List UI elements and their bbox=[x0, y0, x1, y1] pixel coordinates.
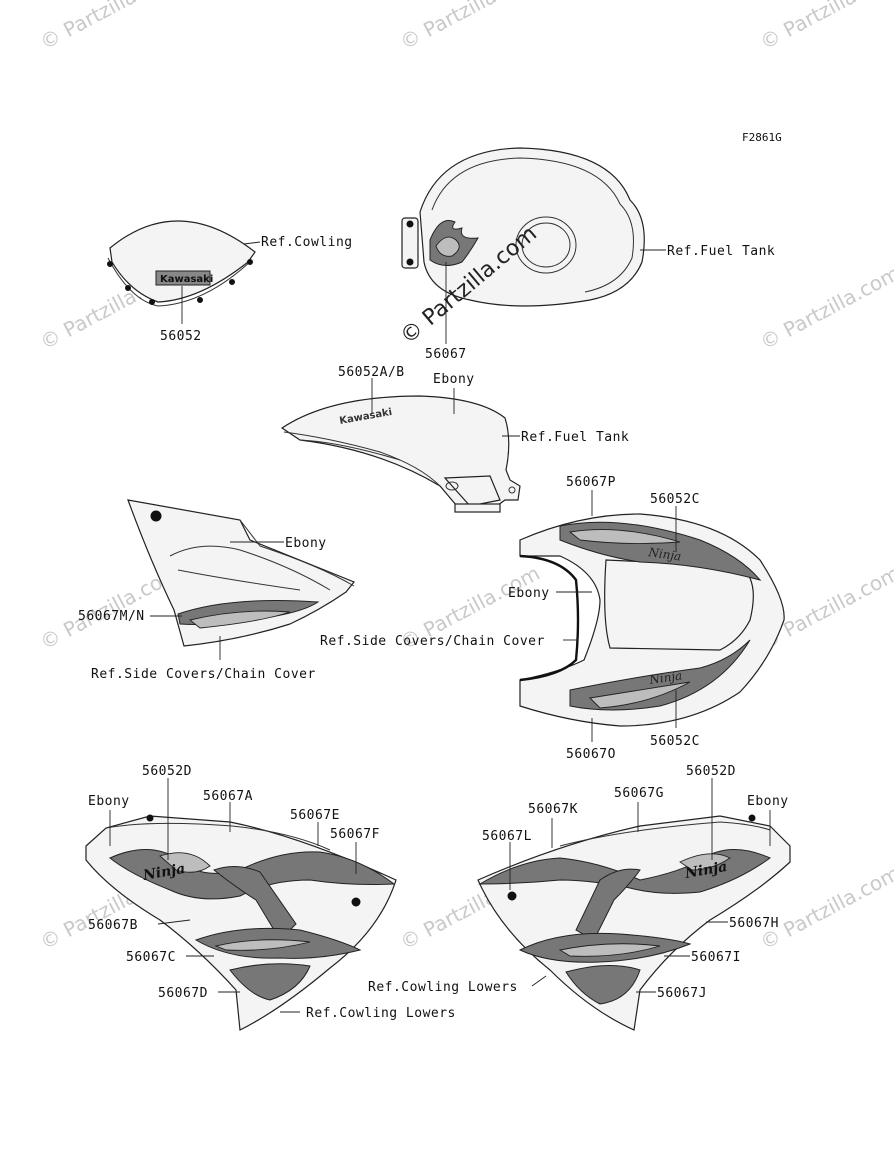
label-56067h: 56067H bbox=[729, 916, 779, 931]
label-56067p: 56067P bbox=[566, 475, 616, 490]
watermark: © Partzilla.com bbox=[756, 0, 894, 54]
label-56067mn: 56067M/N bbox=[78, 609, 145, 624]
watermark: © Partzilla.com bbox=[396, 0, 544, 54]
label-ref-side-covers-1: Ref.Side Covers/Chain Cover bbox=[91, 667, 316, 682]
label-56067l: 56067L bbox=[482, 829, 532, 844]
label-56052c-2: 56052C bbox=[650, 734, 700, 749]
label-56067e: 56067E bbox=[290, 808, 340, 823]
label-56052d-left: 56052D bbox=[142, 764, 192, 779]
label-56067: 56067 bbox=[425, 347, 467, 362]
fuel-tank-side-illustration: Kawasaki bbox=[280, 395, 521, 513]
left-lower-cowling-illustration: Ninja bbox=[85, 814, 397, 1031]
label-56052c-1: 56052C bbox=[650, 492, 700, 507]
ninja-right-logo: Ninja bbox=[683, 859, 729, 882]
label-ebony-3: Ebony bbox=[508, 586, 550, 601]
label-56067g: 56067G bbox=[614, 786, 664, 801]
ninja-seat-logo-lower: Ninja bbox=[647, 669, 683, 688]
label-56067f: 56067F bbox=[330, 827, 380, 842]
label-56067c: 56067C bbox=[126, 950, 176, 965]
label-ref-cowling-lowers-2: Ref.Cowling Lowers bbox=[368, 980, 518, 995]
label-56067a: 56067A bbox=[203, 789, 253, 804]
label-ebony-2: Ebony bbox=[285, 536, 327, 551]
windshield-decal-illustration: Kawasaki bbox=[107, 220, 256, 307]
watermark: © Partzilla.com bbox=[756, 861, 894, 955]
label-56067k: 56067K bbox=[528, 802, 578, 817]
label-ebony-1: Ebony bbox=[433, 372, 475, 387]
label-ref-cowling: Ref.Cowling bbox=[261, 235, 353, 250]
label-56067d: 56067D bbox=[158, 986, 208, 1001]
label-56067b: 56067B bbox=[88, 918, 138, 933]
ninja-left-logo: Ninja bbox=[141, 861, 187, 884]
figure-code: F2861G bbox=[742, 131, 782, 144]
right-lower-cowling-illustration: Ninja bbox=[477, 814, 791, 1031]
ninja-seat-logo-upper: Ninja bbox=[647, 545, 683, 564]
label-56052ab: 56052A/B bbox=[338, 365, 405, 380]
label-ref-fuel-tank-2: Ref.Fuel Tank bbox=[521, 430, 629, 445]
side-cover-illustration bbox=[127, 499, 355, 647]
label-56052: 56052 bbox=[160, 329, 202, 344]
label-56067i: 56067I bbox=[691, 950, 741, 965]
label-ref-side-covers-2: Ref.Side Covers/Chain Cover bbox=[320, 634, 545, 649]
label-56067o: 56067O bbox=[566, 747, 616, 762]
label-ref-cowling-lowers-1: Ref.Cowling Lowers bbox=[306, 1006, 456, 1021]
label-ref-fuel-tank-1: Ref.Fuel Tank bbox=[667, 244, 775, 259]
label-ebony-right: Ebony bbox=[747, 794, 789, 809]
label-56052d-right: 56052D bbox=[686, 764, 736, 779]
watermark: © Partzilla.com bbox=[756, 261, 894, 355]
seat-cowl-illustration: Ninja Ninja bbox=[519, 513, 785, 727]
fuel-tank-top-illustration bbox=[401, 147, 645, 307]
watermark: © Partzilla.com bbox=[36, 0, 184, 54]
label-56067j: 56067J bbox=[657, 986, 707, 1001]
kawasaki-logo: Kawasaki bbox=[160, 274, 213, 285]
label-ebony-left: Ebony bbox=[88, 794, 130, 809]
